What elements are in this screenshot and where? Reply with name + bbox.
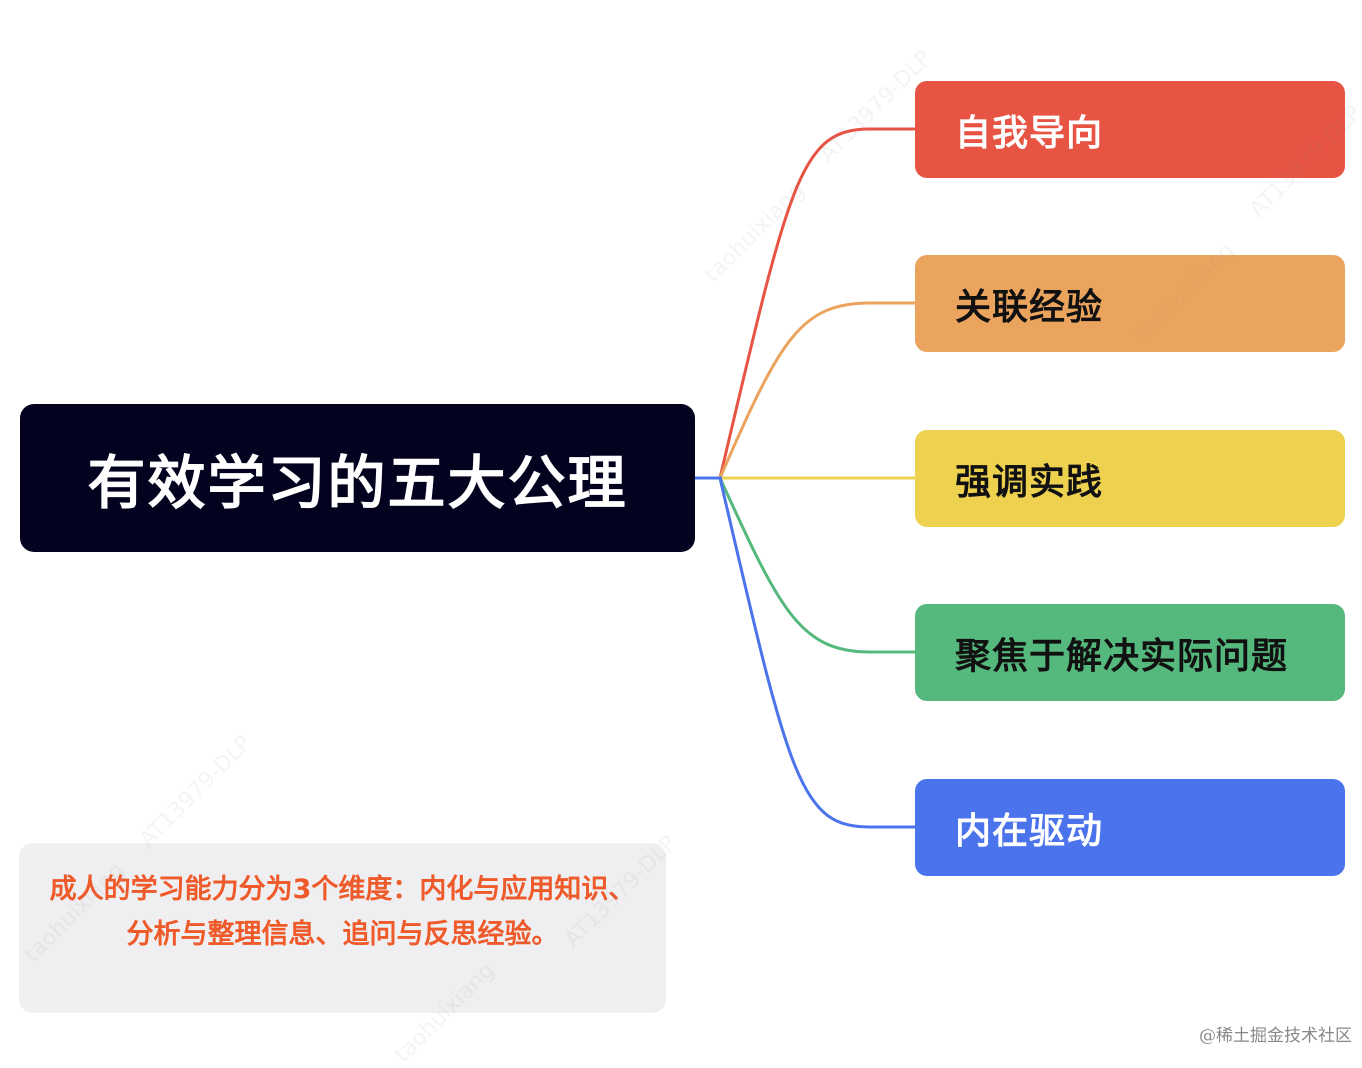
branch-node-1[interactable]: 关联经验 [915,255,1345,352]
branch-node-label: 聚焦于解决实际问题 [955,635,1289,677]
connector-line-1 [718,301,916,479]
branch-node-label: 关联经验 [955,286,1104,328]
connector-line-3 [718,477,916,654]
branch-node-4[interactable]: 内在驱动 [915,779,1345,876]
branch-node-0[interactable]: 自我导向 [915,81,1345,178]
note-box: 成人的学习能力分为3个维度：内化与应用知识、分析与整理信息、追问与反思经验。 [19,843,666,1013]
root-node-label: 有效学习的五大公理 [87,449,628,517]
branch-node-3[interactable]: 聚焦于解决实际问题 [915,604,1345,701]
site-credit: @稀土掘金技术社区 [1199,1026,1352,1046]
note-text: 成人的学习能力分为3个维度：内化与应用知识、分析与整理信息、追问与反思经验。 [49,874,636,950]
branch-node-2[interactable]: 强调实践 [915,430,1345,527]
root-node[interactable]: 有效学习的五大公理 [20,404,695,552]
connector-line-4 [718,477,916,829]
connector-line-0 [718,127,916,479]
branch-node-label: 自我导向 [955,112,1104,154]
branch-node-label: 强调实践 [955,461,1104,503]
branch-node-label: 内在驱动 [955,810,1104,852]
